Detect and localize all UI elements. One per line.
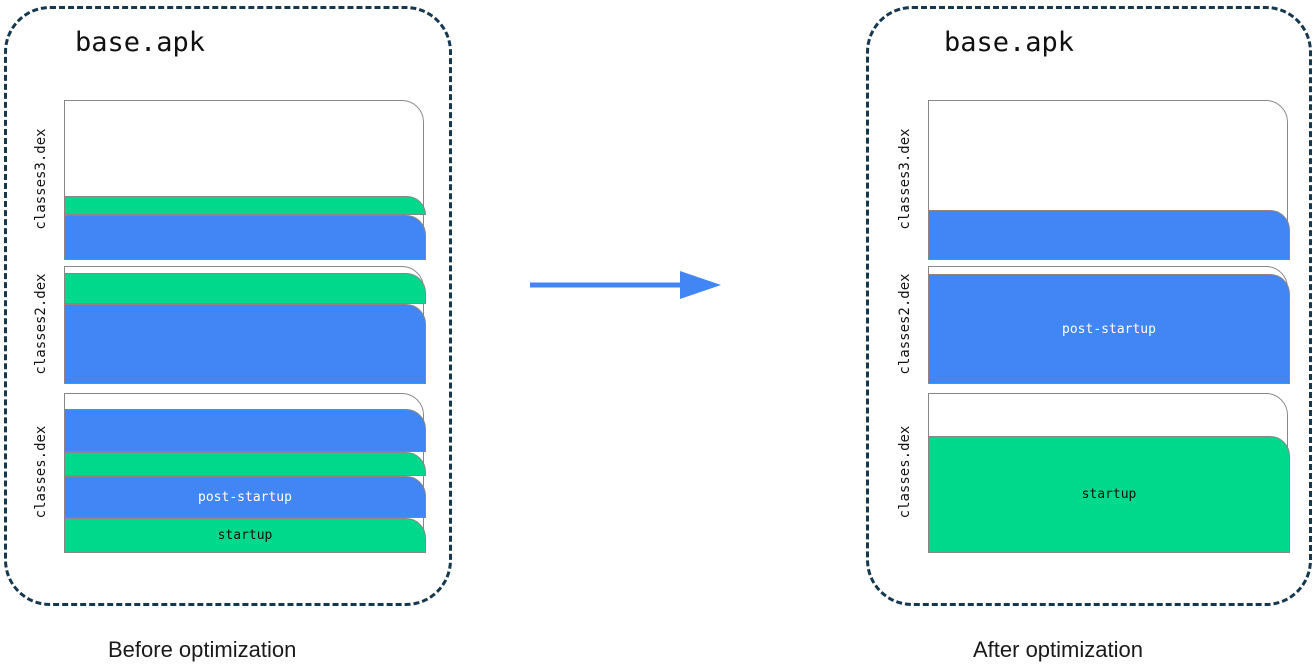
dex-block-classes-dex: startup post-startup <box>64 393 426 553</box>
apk-title-before: base.apk <box>75 27 206 58</box>
dex-band-startup <box>64 273 426 304</box>
dex-band-post-startup <box>64 215 426 260</box>
dex-block-classes2-dex: post-startup <box>928 266 1290 384</box>
caption-after: After optimization <box>973 637 1143 662</box>
dex-file-label: classes.dex <box>897 425 913 519</box>
dex-band-label: post-startup <box>1062 321 1156 337</box>
dex-band-post-startup <box>928 210 1290 260</box>
dex-file-label: classes.dex <box>33 425 49 519</box>
dex-band-post-startup <box>64 409 426 452</box>
apk-title-after: base.apk <box>944 27 1075 58</box>
dex-band-label: startup <box>1081 487 1137 502</box>
dex-band-startup: startup <box>64 518 426 553</box>
dex-band-post-startup: post-startup <box>928 274 1290 384</box>
dex-block-classes3-dex <box>64 100 426 260</box>
dex-block-classes-dex: startup <box>928 393 1290 553</box>
dex-file-label: classes2.dex <box>33 273 49 375</box>
dex-band-startup: startup <box>928 436 1290 553</box>
dex-band-startup <box>64 452 426 476</box>
dex-band-post-startup: post-startup <box>64 476 426 518</box>
dex-file-label: classes3.dex <box>897 128 913 230</box>
dex-block-classes3-dex <box>928 100 1290 260</box>
right-arrow-icon <box>530 271 721 299</box>
dex-band-post-startup <box>64 304 426 384</box>
dex-block-classes2-dex <box>64 266 426 384</box>
dex-file-label: classes2.dex <box>897 273 913 375</box>
dex-file-label: classes3.dex <box>33 128 49 230</box>
dex-band-startup <box>64 196 426 215</box>
caption-before: Before optimization <box>108 637 297 662</box>
transform-arrow <box>528 268 724 302</box>
dex-band-label: post-startup <box>198 489 292 505</box>
dex-band-label: startup <box>217 528 273 543</box>
